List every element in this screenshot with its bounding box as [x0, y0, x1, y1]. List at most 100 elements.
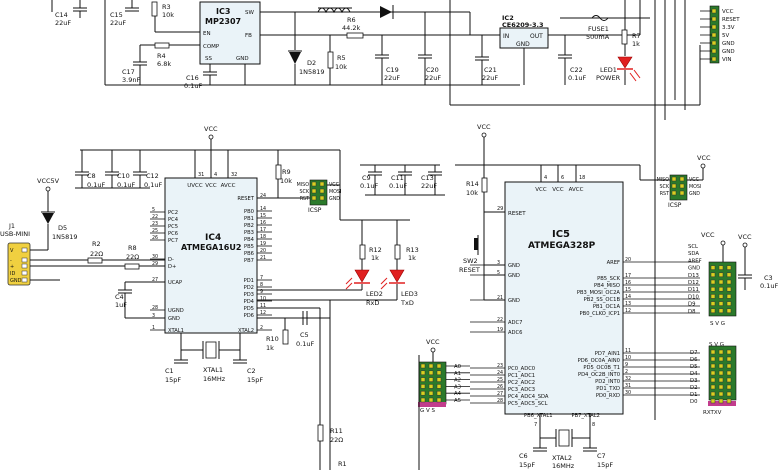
digital-high-label-4: D13: [688, 273, 699, 279]
ic5-left-num-2: 21: [497, 295, 503, 301]
fuse1-ref: FUSE1: [588, 25, 609, 33]
digital-header-pin: [710, 384, 716, 390]
digital-header-pin: [726, 356, 732, 362]
digital-high-label-0: SCL: [688, 244, 698, 250]
ic4-left-num-4: 26: [152, 235, 158, 241]
digital-header-pin: [726, 384, 732, 390]
digital-header-pin: [726, 370, 732, 376]
analog-header-pin: [420, 397, 426, 403]
c15-val: 22uF: [110, 19, 126, 27]
ic4-right-num-9: 7: [260, 275, 263, 281]
icsp-ic4-pin: [311, 188, 317, 194]
xtal1-ref: XTAL1: [203, 366, 223, 374]
analog-header-strip: [418, 402, 446, 407]
r7-val: 1k: [632, 40, 640, 48]
r14-val: 10k: [466, 189, 478, 197]
ic5-right-num-11: 32: [625, 376, 631, 382]
ic4-right-num-15: 2: [260, 325, 263, 331]
vcc-icsp5: VCC: [697, 154, 711, 162]
analog-header: [418, 361, 447, 405]
digital-header-pin: [726, 363, 732, 369]
digital-header-pin: [718, 363, 724, 369]
ic4-top-num-1: 4: [214, 172, 217, 178]
c21-val: 22uF: [482, 74, 498, 82]
ic5-top-num-2: 18: [579, 175, 585, 181]
vcc-ahdr: VCC: [426, 338, 440, 346]
power-header-pin: [711, 16, 717, 22]
digital-low-label-1: D6: [690, 357, 698, 363]
ic4-right-num-0: 24: [260, 193, 266, 199]
ic4-top-num-0: 31: [198, 172, 204, 178]
ic5-right-pin-2: PB4_MISO: [594, 283, 620, 289]
r11-ref: R11: [330, 427, 343, 435]
icsp-ic4-left-1: SCK: [299, 189, 309, 195]
ic4-right-pin-12: PD4: [244, 299, 255, 305]
ic4-right-num-7: 20: [260, 248, 266, 254]
r11-val: 22Ω: [330, 436, 343, 444]
icsp-ic5-pin: [671, 190, 677, 196]
ic5-right-num-3: 15: [625, 287, 631, 293]
r6-val: 44.2k: [342, 24, 360, 32]
c12-val: 0.1uF: [144, 181, 162, 189]
ic4-right-pin-14: PD6: [244, 313, 254, 319]
ic4-left-num-10: 1: [152, 325, 155, 331]
ic2-out: OUT: [530, 33, 543, 40]
ic5-right-num-6: 12: [625, 308, 631, 314]
icsp-ic4-pin: [311, 195, 317, 201]
icsp-ic5-pin: [679, 176, 685, 182]
icsp-ic5-label: ICSP: [668, 202, 682, 209]
digital-low-label-6: D1: [690, 392, 697, 398]
analog-header-pin: [420, 384, 426, 389]
ic5-right-num-9: 9: [625, 362, 628, 368]
digital-high-label-8: D9: [688, 302, 695, 308]
digital-header-pin: [718, 370, 724, 376]
vcc-c3: VCC: [738, 233, 752, 241]
ic5-right-num-10: 2: [625, 369, 628, 375]
xtal2-pin8: 8: [592, 422, 595, 428]
digital-low-label-3: D4: [690, 371, 698, 377]
c4-ref: C4: [115, 293, 124, 301]
ic5-right-num-13: 30: [625, 390, 631, 396]
digital-header-pin: [710, 272, 716, 278]
r2-val: 22Ω: [90, 250, 103, 258]
analog-header-pin: [428, 384, 434, 389]
c10-ref: C10: [117, 172, 130, 180]
r9-ref: R9: [282, 168, 291, 176]
c22-val: 0.1uF: [568, 74, 586, 82]
digital-header-pin: [726, 349, 732, 355]
digital-header-pin: [718, 308, 724, 314]
svg-label-high: S V G: [710, 321, 725, 327]
c20-ref: C20: [426, 66, 439, 74]
xtal2-pin7: 7: [534, 422, 537, 428]
xtal1-val: 16MHz: [203, 375, 226, 383]
ic4-left-pin-1: PC4: [168, 217, 179, 223]
ic3-pin-gnd: GND: [236, 56, 249, 62]
analog-label-4: A4: [454, 391, 462, 397]
led1-ref: LED1: [600, 66, 617, 74]
digital-header-pin: [710, 363, 716, 369]
ic4-right-pin-3: PB2: [244, 223, 254, 229]
c6-val: 15pF: [519, 461, 535, 469]
ic4-chip: [164, 177, 258, 334]
icsp-ic5-pin: [671, 183, 677, 189]
digital-header-pin: [710, 265, 716, 270]
digital-header-pin: [718, 377, 724, 383]
ic5-right-num-5: 13: [625, 301, 631, 307]
analog-header-pin: [436, 397, 442, 403]
digital-header-pin: [718, 272, 724, 278]
digital-header-pin: [718, 349, 724, 355]
usb-pin-label-3: ID: [10, 271, 15, 277]
ic3-pin-fb: FB: [245, 33, 252, 39]
icsp-ic5-right-1: MOSI: [689, 184, 701, 190]
ic5-left-num-7: 25: [497, 377, 503, 383]
ic4-right-pin-2: PB1: [244, 216, 254, 222]
ic5-top-pin-1: VCC: [552, 187, 564, 193]
power-header-label-1: RESET: [722, 17, 740, 23]
analog-header-pin: [436, 384, 442, 389]
ic4-left-num-7: 27: [152, 277, 158, 283]
ic4-right-num-2: 15: [260, 213, 266, 219]
analog-header-pin: [420, 390, 426, 396]
digital-header-pin: [726, 286, 732, 292]
ic4-right-num-10: 8: [260, 282, 263, 288]
ic5-right-pin-11: PD2_INT0: [595, 379, 620, 385]
